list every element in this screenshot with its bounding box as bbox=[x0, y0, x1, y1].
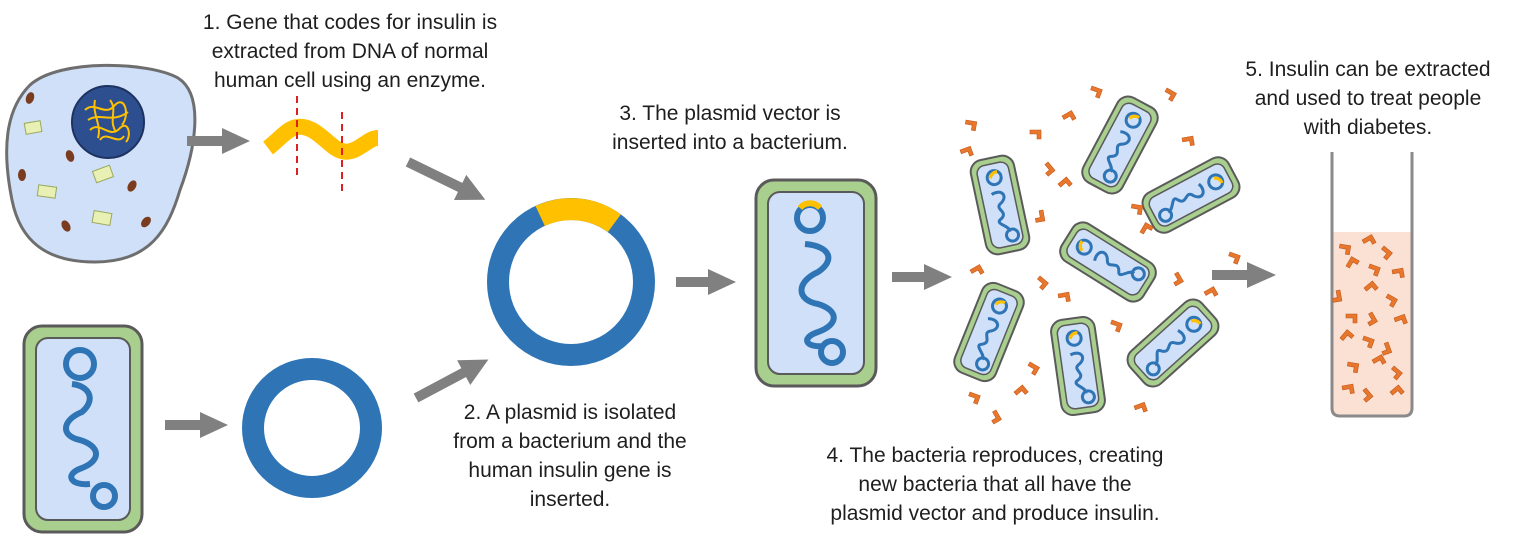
recombinant-plasmid-icon bbox=[487, 198, 655, 366]
arrow-bacterium-to-colony bbox=[892, 264, 952, 290]
caption-line: 5. Insulin can be extracted bbox=[1245, 58, 1491, 81]
caption-step-2: 2. A plasmid is isolated from a bacteriu… bbox=[420, 398, 720, 514]
insulin-gene-icon bbox=[262, 96, 379, 192]
arrow-gene-to-plasmid bbox=[405, 157, 486, 201]
caption-line: from a bacterium and the bbox=[453, 430, 687, 453]
arrow-plasmid-to-recombinant bbox=[413, 359, 489, 403]
arrow-cell-to-gene bbox=[187, 128, 250, 154]
arrow-plasmid-to-bacterium bbox=[676, 269, 736, 295]
caption-line: human cell using an enzyme. bbox=[214, 69, 486, 92]
test-tube-icon bbox=[1330, 152, 1414, 418]
caption-step-1: 1. Gene that codes for insulin is extrac… bbox=[165, 8, 535, 95]
caption-line: human insulin gene is bbox=[468, 459, 672, 482]
caption-line: 1. Gene that codes for insulin is bbox=[202, 11, 498, 34]
chromosomes bbox=[84, 99, 130, 143]
caption-line: 3. The plasmid vector is bbox=[619, 102, 841, 125]
arrow-bacterium-to-plasmid bbox=[165, 412, 228, 438]
caption-line: inserted. bbox=[529, 488, 611, 511]
caption-line: plasmid vector and produce insulin. bbox=[830, 502, 1160, 525]
plasmid-icon bbox=[242, 358, 382, 498]
organelles bbox=[18, 92, 151, 232]
caption-line: extracted from DNA of normal bbox=[211, 40, 489, 63]
caption-line: inserted into a bacterium. bbox=[612, 131, 848, 154]
caption-step-3: 3. The plasmid vector is inserted into a… bbox=[575, 99, 885, 157]
caption-step-4: 4. The bacteria reproduces, creating new… bbox=[780, 441, 1210, 528]
caption-line: with diabetes. bbox=[1303, 116, 1433, 139]
caption-line: 4. The bacteria reproduces, creating bbox=[826, 444, 1164, 467]
caption-line: 2. A plasmid is isolated bbox=[463, 401, 677, 424]
bacteria-colony bbox=[949, 90, 1246, 419]
caption-step-5: 5. Insulin can be extracted and used to … bbox=[1210, 55, 1526, 142]
bacterium-icon bbox=[22, 324, 144, 534]
recombinant-bacterium-icon bbox=[754, 178, 878, 388]
nucleus bbox=[71, 85, 145, 159]
caption-line: new bacteria that all have the bbox=[858, 473, 1132, 496]
caption-line: and used to treat people bbox=[1254, 87, 1482, 110]
arrow-colony-to-tube bbox=[1212, 262, 1276, 288]
human-cell-icon bbox=[5, 63, 197, 264]
